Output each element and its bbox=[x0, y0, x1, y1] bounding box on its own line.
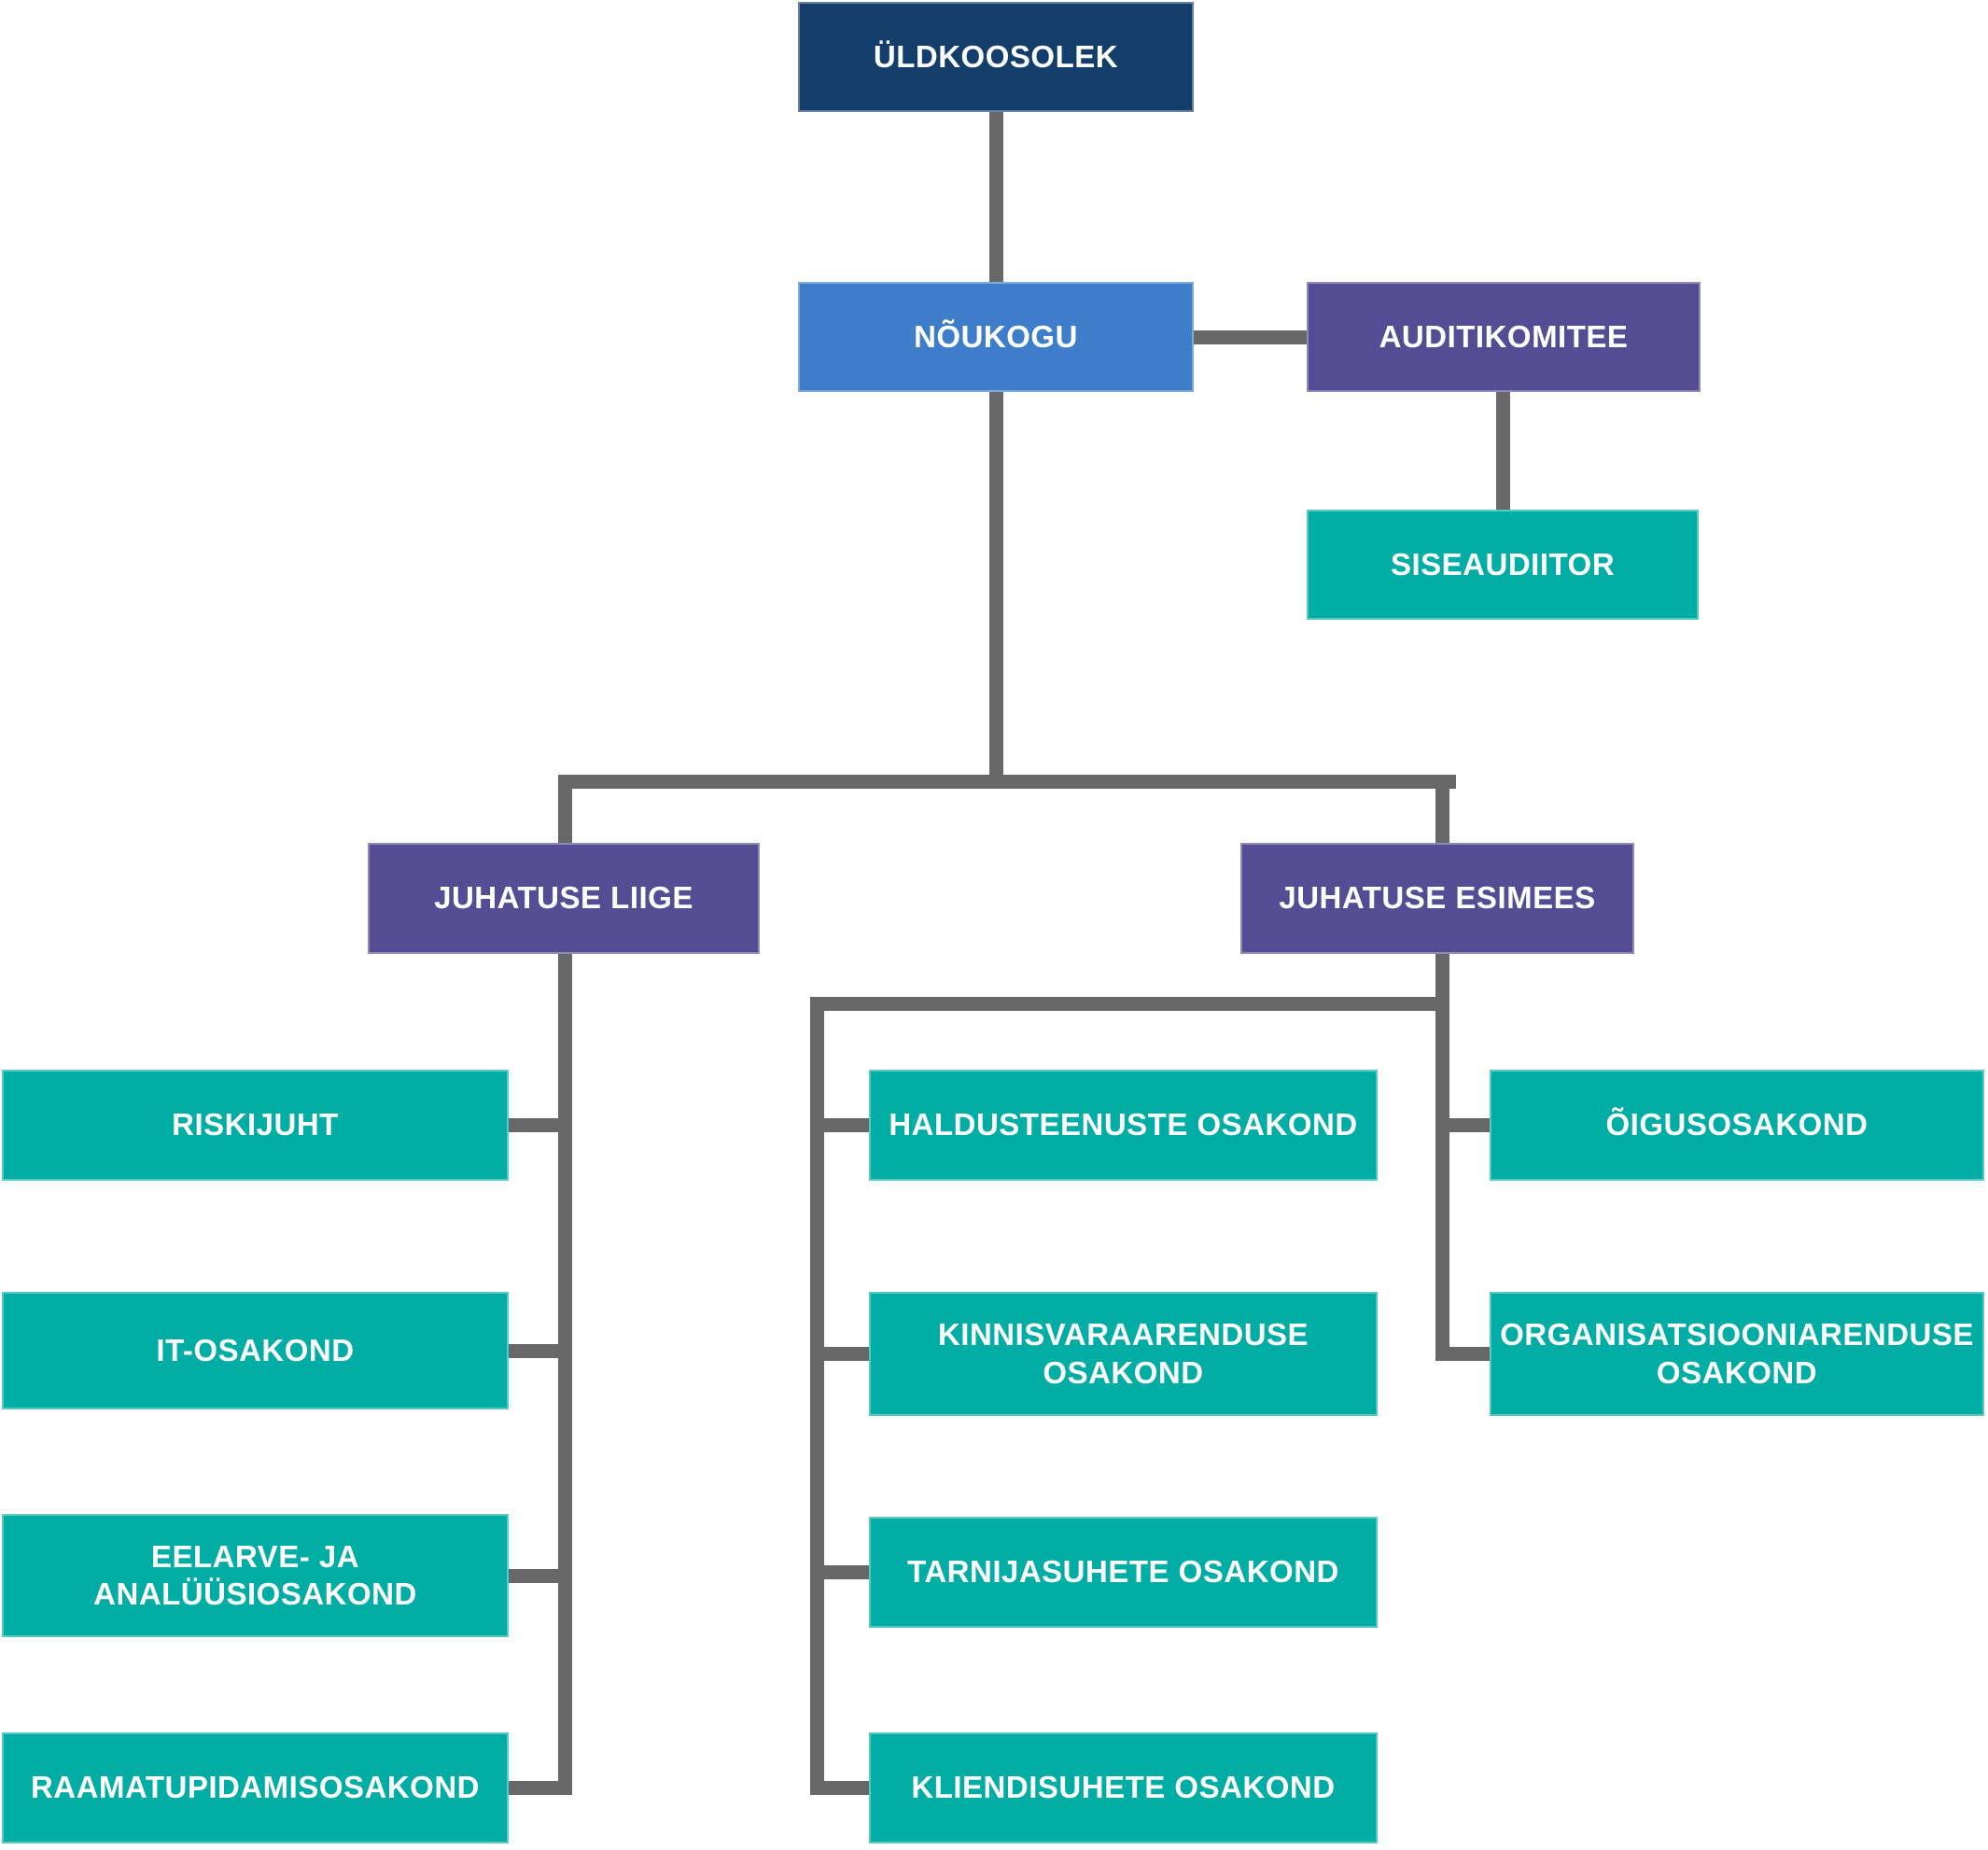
org-node-riskijuht: RISKIJUHT bbox=[2, 1070, 509, 1181]
org-node-auditikomitee: AUDITIKOMITEE bbox=[1307, 282, 1701, 392]
connector-stub-oigusosakond bbox=[1449, 1118, 1490, 1132]
connector-drop-juhatuse-liige bbox=[558, 787, 572, 843]
connector-esimees-spine bbox=[1435, 954, 1449, 1361]
connector-stub-kinnisvara bbox=[824, 1347, 869, 1361]
connector-left-spine bbox=[558, 954, 572, 1795]
org-node-siseaudiitor: SISEAUDIITOR bbox=[1307, 510, 1699, 620]
connector-stub-it-osakond bbox=[509, 1344, 572, 1358]
connector-auditikomitee-siseaudiitor bbox=[1496, 392, 1510, 510]
connector-noukogu-branch bbox=[989, 392, 1003, 782]
node-label: HALDUSTEENUSTE OSAKOND bbox=[889, 1107, 1358, 1142]
node-label: KINNISVARAARENDUSE OSAKOND bbox=[937, 1317, 1309, 1390]
connector-stub-tarnijasuhete bbox=[824, 1565, 869, 1579]
org-node-haldusteenuste: HALDUSTEENUSTE OSAKOND bbox=[869, 1070, 1378, 1181]
org-node-juhatuse-liige: JUHATUSE LIIGE bbox=[368, 843, 760, 954]
node-label: ORGANISATSIOONIARENDUSE OSAKOND bbox=[1500, 1317, 1974, 1390]
org-node-kliendisuhete: KLIENDISUHETE OSAKOND bbox=[869, 1732, 1378, 1843]
connector-middle-horizontal bbox=[810, 997, 1449, 1011]
connector-stub-raamatupidamis bbox=[509, 1781, 572, 1795]
org-node-organisatsiooni: ORGANISATSIOONIARENDUSE OSAKOND bbox=[1490, 1292, 1984, 1416]
org-node-eelarve: EELARVE- JA ANALÜÜSIOSAKOND bbox=[2, 1514, 509, 1637]
node-label: ÜLDKOOSOLEK bbox=[873, 38, 1119, 74]
node-label: JUHATUSE ESIMEES bbox=[1279, 880, 1596, 916]
node-label: JUHATUSE LIIGE bbox=[434, 880, 693, 916]
connector-stub-haldusteenuste bbox=[824, 1118, 869, 1132]
org-node-uldkoosolek: ÜLDKOOSOLEK bbox=[798, 2, 1194, 112]
node-label: NÕUKOGU bbox=[914, 318, 1078, 354]
org-node-noukogu: NÕUKOGU bbox=[798, 282, 1194, 392]
org-node-kinnisvara: KINNISVARAARENDUSE OSAKOND bbox=[869, 1292, 1378, 1416]
connector-stub-organisatsiooni bbox=[1449, 1347, 1490, 1361]
connector-stub-eelarve bbox=[509, 1569, 572, 1583]
node-label: RAAMATUPIDAMISOSAKOND bbox=[30, 1770, 481, 1805]
node-label: AUDITIKOMITEE bbox=[1379, 318, 1629, 354]
connector-stub-kliendisuhete bbox=[824, 1781, 869, 1795]
node-label: SISEAUDIITOR bbox=[1390, 546, 1616, 582]
node-label: KLIENDISUHETE OSAKOND bbox=[911, 1770, 1336, 1805]
connector-stub-riskijuht bbox=[509, 1118, 572, 1132]
node-label: ÕIGUSOSAKOND bbox=[1605, 1107, 1869, 1142]
node-label: TARNIJASUHETE OSAKOND bbox=[907, 1554, 1339, 1590]
org-node-juhatuse-esimees: JUHATUSE ESIMEES bbox=[1240, 843, 1634, 954]
connector-noukogu-auditikomitee bbox=[1194, 330, 1307, 344]
connector-branch-horizontal bbox=[558, 775, 1456, 789]
node-label: RISKIJUHT bbox=[172, 1107, 339, 1142]
node-label: IT-OSAKOND bbox=[156, 1332, 355, 1367]
connector-drop-juhatuse-esimees bbox=[1435, 787, 1449, 843]
org-node-it-osakond: IT-OSAKOND bbox=[2, 1292, 509, 1409]
org-node-oigusosakond: ÕIGUSOSAKOND bbox=[1490, 1070, 1984, 1181]
connector-middle-spine bbox=[810, 997, 824, 1795]
org-node-raamatupidamis: RAAMATUPIDAMISOSAKOND bbox=[2, 1732, 509, 1843]
connector-uldkoosolek-noukogu bbox=[989, 112, 1003, 282]
node-label: EELARVE- JA ANALÜÜSIOSAKOND bbox=[93, 1538, 417, 1611]
org-node-tarnijasuhete: TARNIJASUHETE OSAKOND bbox=[869, 1517, 1378, 1628]
